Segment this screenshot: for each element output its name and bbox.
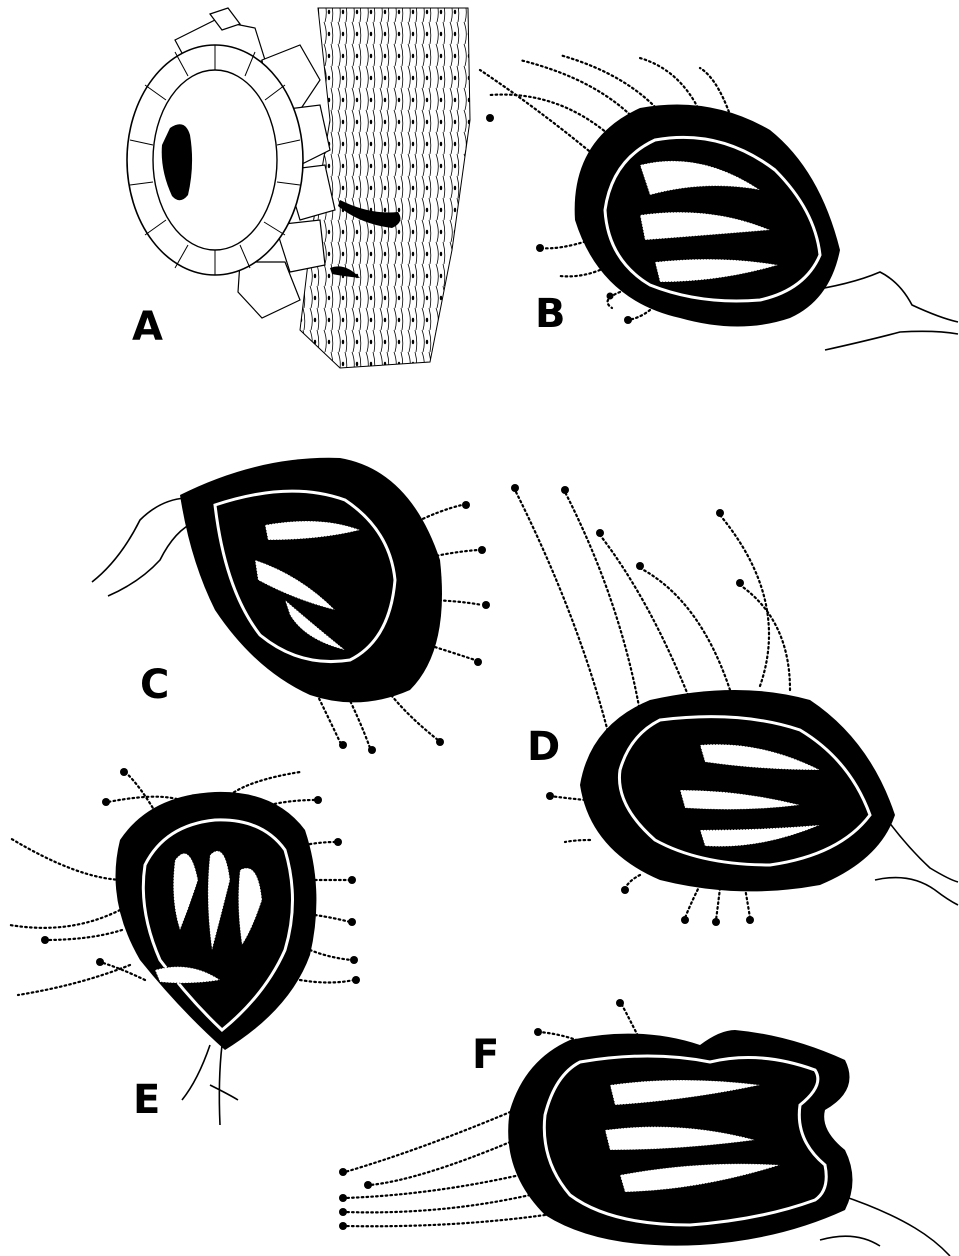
panel-label-a: A [132,304,163,350]
panel-e-drawing [10,768,360,1125]
panel-a-drawing [127,8,470,368]
panel-label-c: C [140,662,169,708]
gland-stalk [182,1045,238,1125]
panel-label-f: F [472,1032,499,1078]
panel-d-drawing [511,484,958,926]
panel-label-e: E [133,1077,160,1123]
panel-c-drawing [92,458,490,754]
gland-stalk [92,498,195,596]
panel-label-d: D [527,724,560,770]
panel-label-b: B [535,291,566,337]
panel-f-drawing [339,999,950,1256]
